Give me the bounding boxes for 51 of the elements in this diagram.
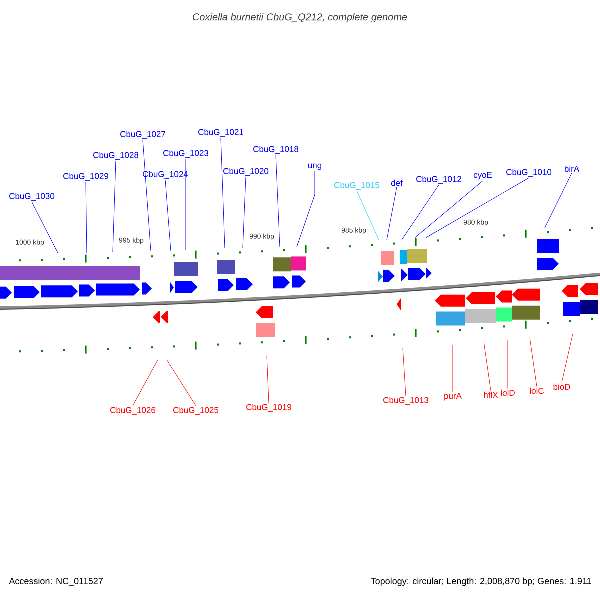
gene-label: cyoE bbox=[474, 172, 492, 180]
gene-label: CbuG_1028 bbox=[94, 152, 139, 160]
leader-line bbox=[402, 184, 440, 240]
footer-text: Topology: circular; Length: 2,008,870 bp; Genes: 1,911 bbox=[371, 578, 592, 586]
gene-label: bioD bbox=[554, 384, 570, 390]
gene-label: CbuG_1020 bbox=[224, 168, 269, 176]
leader-line bbox=[112, 160, 116, 252]
leader-line bbox=[530, 338, 538, 387]
leader-line bbox=[484, 342, 492, 391]
leader-line bbox=[166, 360, 196, 406]
title: Coxiella burnetii CbuG_Q212, complete genome bbox=[193, 13, 408, 23]
leader-line bbox=[414, 180, 484, 238]
leader-line bbox=[386, 187, 398, 240]
gene-label: CbuG_1012 bbox=[416, 176, 462, 184]
leader-line bbox=[356, 190, 380, 240]
gene-label: CbuG_1030 bbox=[10, 193, 55, 201]
leader-line bbox=[296, 171, 316, 248]
gene-label: birA bbox=[565, 166, 580, 172]
leader-line bbox=[132, 360, 158, 406]
gene-label: CbuG_1026 bbox=[110, 407, 156, 415]
gene-label: CbuG_1029 bbox=[64, 173, 109, 181]
leader-line bbox=[562, 334, 574, 383]
leader-line bbox=[426, 178, 530, 238]
gene-label: CbuG_1010 bbox=[506, 169, 552, 177]
gene-label: CbuG_1023 bbox=[164, 150, 209, 158]
leader-line bbox=[242, 176, 246, 248]
footer-text: Accession: NC_011527 bbox=[9, 578, 103, 586]
leader-line bbox=[142, 140, 152, 252]
leader-line bbox=[220, 138, 226, 248]
gene-label: CbuG_1018 bbox=[254, 146, 299, 154]
leader-line bbox=[86, 182, 88, 254]
gene-label: CbuG_1021 bbox=[198, 129, 244, 137]
leader-line bbox=[32, 202, 58, 254]
leader-line bbox=[165, 180, 172, 252]
gene-label: CbuG_1019 bbox=[246, 404, 292, 412]
leader-line bbox=[266, 356, 270, 404]
leader-line bbox=[452, 344, 454, 392]
gene-label: lolC bbox=[530, 388, 544, 394]
gene-label: hflX bbox=[484, 392, 498, 398]
gene-label: CbuG_1027 bbox=[120, 131, 166, 139]
gene-label: ung bbox=[308, 164, 322, 170]
gene-label: CbuG_1025 bbox=[174, 407, 219, 415]
gene-label: lolD bbox=[501, 390, 515, 396]
leader-line bbox=[402, 348, 406, 396]
gene-label: CbuG_1013 bbox=[384, 397, 429, 405]
leader-line bbox=[276, 154, 280, 248]
leader-line bbox=[544, 173, 572, 228]
gene-label: purA bbox=[444, 393, 462, 401]
gene-label: def bbox=[391, 180, 403, 186]
gene-label: CbuG_1015 bbox=[334, 182, 380, 190]
gene-label: CbuG_1024 bbox=[143, 171, 188, 179]
